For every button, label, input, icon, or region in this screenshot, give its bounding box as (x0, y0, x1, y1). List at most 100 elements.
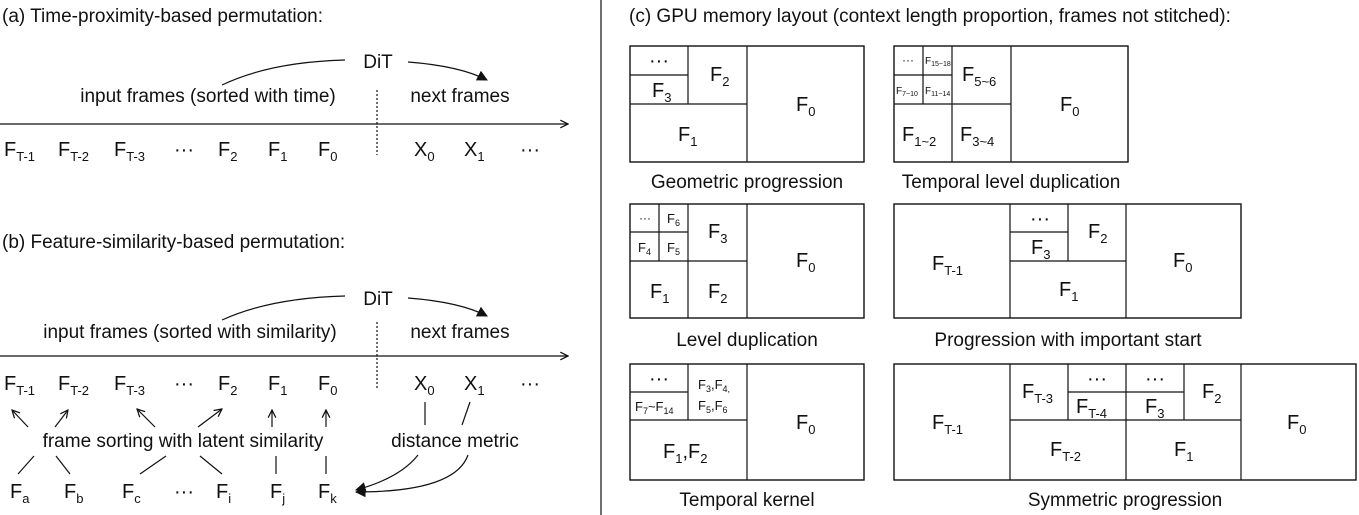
cell-label: F5~6 (962, 64, 996, 89)
input-frame-label: FT-2 (58, 139, 89, 164)
panel-b-dit-arrow-out (407, 297, 488, 317)
cell-label: FT-1 (932, 253, 963, 278)
latent-frame-label: Fi (216, 481, 231, 506)
latent-link (17, 455, 35, 475)
layout-progression-important-start: FT-1 ··· F3 F2 F1 F0 Progression with im… (893, 203, 1242, 351)
cell-label: F2 (1202, 381, 1221, 406)
metric-link-x1 (461, 401, 471, 426)
cell-label: F0 (796, 250, 815, 275)
input-frame-label: FT-3 (114, 373, 145, 398)
metric-arrow-a (354, 454, 419, 493)
cell-label: F7~10 (896, 86, 918, 98)
layout-caption: Temporal level duplication (902, 172, 1121, 193)
sort-arrow (12, 410, 29, 428)
panel-b-title: (b) Feature-similarity-based permutation… (2, 232, 345, 253)
sort-arrow (197, 409, 222, 428)
cell-label: ··· (1087, 368, 1107, 390)
input-frame-label: F0 (318, 373, 337, 398)
cell-label: F1~2 (902, 124, 936, 149)
latent-frame-label: Fa (10, 481, 30, 506)
cell-label: ··· (649, 368, 669, 390)
cell-label: F3 (708, 221, 727, 246)
panel-c-title: (c) GPU memory layout (context length pr… (629, 6, 1231, 27)
input-frame-label: F1 (268, 139, 287, 164)
input-frame-label: F0 (318, 139, 337, 164)
next-frame-label: ··· (520, 373, 540, 395)
cell-label: F3,F4, (698, 377, 730, 394)
cell-label: F0 (1287, 412, 1306, 437)
panel-b-sort-arrows (12, 409, 326, 428)
cell-label: F3 (1031, 237, 1050, 262)
panel-b-metric-label: distance metric (391, 431, 519, 452)
layout-caption: Symmetric progression (1028, 490, 1222, 511)
cell-label: FT-3 (1022, 381, 1053, 406)
layout-caption: Progression with important start (934, 330, 1202, 351)
input-frame-label: FT-3 (114, 139, 145, 164)
cell-label: F5,F6 (698, 398, 728, 415)
input-frame-label: ··· (174, 139, 194, 161)
panel-b-input-label: input frames (sorted with similarity) (43, 322, 337, 343)
cell-label: FT-1 (932, 412, 963, 437)
cell-label: F1 (650, 281, 669, 306)
input-frame-label: FT-1 (4, 139, 35, 164)
cell-label: F7~F14 (635, 399, 674, 416)
next-frame-label: X1 (464, 373, 485, 398)
cell-label: F0 (796, 412, 815, 437)
cell-label: F5 (667, 240, 680, 257)
cell-label: ··· (902, 53, 914, 67)
cell-label: F3 (652, 80, 671, 105)
cell-label: F2 (708, 281, 727, 306)
next-frame-label: X0 (414, 373, 435, 398)
sort-arrow (137, 409, 156, 428)
cell-label: F6 (667, 211, 680, 228)
latent-frame-label: Fk (318, 481, 337, 506)
latent-link (139, 455, 167, 475)
cell-label: ··· (649, 50, 669, 72)
cell-label: F0 (1173, 250, 1192, 275)
panel-a-title: (a) Time-proximity-based permutation: (2, 6, 323, 27)
cell-label: F0 (1060, 94, 1079, 119)
layout-level-duplication: ··· F6 F4 F5 F3 F1 F2 F0 Level duplicati… (629, 203, 865, 351)
cell-label: F2 (1088, 221, 1107, 246)
input-frame-label: F2 (218, 373, 237, 398)
layout-frame (893, 363, 1357, 481)
cell-label: F1 (1059, 279, 1078, 304)
cell-label: F1,F2 (663, 441, 707, 466)
panel-b-dit-curve-in (221, 295, 346, 321)
layout-temporal-level-duplication: ··· F15~18 F7~10 F11~14 F5~6 F1~2 F3~4 F… (893, 45, 1129, 193)
layout-caption: Geometric progression (651, 172, 843, 193)
next-frame-label: X0 (414, 139, 435, 164)
cell-label: F0 (796, 94, 815, 119)
cell-label: F1 (678, 124, 697, 149)
next-frame-label: X1 (464, 139, 485, 164)
panel-c: (c) GPU memory layout (context length pr… (629, 6, 1357, 511)
metric-arrow-b (354, 454, 469, 498)
input-frame-label: FT-1 (4, 373, 35, 398)
cell-label: F2 (710, 64, 729, 89)
latent-frame-label: Fc (122, 481, 141, 506)
input-frame-label: FT-2 (58, 373, 89, 398)
panel-b: (b) Feature-similarity-based permutation… (0, 232, 568, 506)
panel-b-sorting-label: frame sorting with latent similarity (43, 431, 324, 452)
latent-link (199, 455, 223, 475)
cell-label: ··· (639, 211, 651, 225)
sort-arrow (54, 410, 68, 428)
cell-label: F15~18 (925, 56, 951, 68)
cell-label: ··· (1145, 368, 1165, 390)
panel-a-next-label: next frames (410, 86, 509, 107)
cell-label: F3~4 (960, 124, 994, 149)
cell-label: FT-2 (1050, 439, 1081, 464)
layout-caption: Temporal kernel (679, 490, 814, 511)
next-frame-label: ··· (520, 139, 540, 161)
cell-label: F3 (1145, 396, 1164, 421)
cell-label: F4 (638, 240, 651, 257)
latent-link (55, 455, 71, 475)
panel-b-next-label: next frames (410, 322, 509, 343)
panel-a: (a) Time-proximity-based permutation: Di… (0, 6, 568, 164)
panel-b-latent-links (17, 455, 327, 475)
panel-a-dit-label: DiT (363, 52, 393, 73)
input-frame-label: ··· (174, 373, 194, 395)
input-frame-label: F2 (218, 139, 237, 164)
layout-geometric-progression: ··· F3 F2 F1 F0 Geometric progression (629, 45, 865, 193)
